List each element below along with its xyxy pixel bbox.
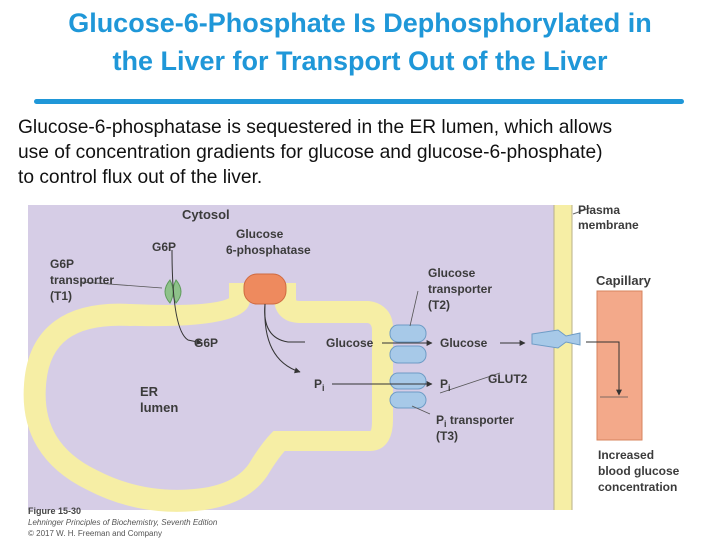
t3-transporter-bottom: [389, 391, 427, 409]
t1-label-1: G6P: [50, 257, 74, 271]
blood-glucose-label-3: concentration: [598, 480, 677, 494]
glut2-label: GLUT2: [488, 372, 528, 386]
er-lumen-label-1: ER: [140, 384, 159, 399]
glucose-6-phosphatase-enzyme: [243, 273, 287, 305]
capillary-label: Capillary: [596, 273, 652, 288]
plasma-membrane: [554, 205, 572, 510]
enzyme-to-pi-arrow: [264, 303, 301, 374]
blood-glucose-label-1: Increased: [598, 448, 654, 462]
slide-body-text: Glucose-6-phosphatase is sequestered in …: [18, 115, 708, 190]
t2-label-3: (T2): [428, 298, 450, 312]
t2-transporter-bottom: [389, 345, 427, 364]
blood-glucose-label-2: blood glucose: [598, 464, 680, 478]
glucose-lumen-label: Glucose: [326, 336, 374, 350]
t2-label-2: transporter: [428, 282, 492, 296]
title-line-1: Glucose-6-Phosphate Is Dephosphorylated …: [68, 8, 652, 38]
body-line-2: use of concentration gradients for gluco…: [18, 142, 603, 163]
title-line-2: the Liver for Transport Out of the Liver: [112, 46, 608, 76]
title-underline: [34, 99, 684, 104]
plasma-membrane-label-1: Plasma: [578, 203, 620, 217]
t3-transporter-top: [389, 372, 427, 390]
t1-label-2: transporter: [50, 273, 114, 287]
enzyme-label-1: Glucose: [236, 227, 284, 241]
glucose-to-blood-arrow: [586, 341, 622, 396]
body-line-1: Glucose-6-phosphatase is sequestered in …: [18, 117, 613, 138]
t1-label-3: (T1): [50, 289, 72, 303]
figure-copyright: © 2017 W. H. Freeman and Company: [28, 529, 162, 538]
glut2-transporter: [531, 329, 581, 349]
t3-label-2: (T3): [436, 429, 458, 443]
g6p-cytosol-label: G6P: [152, 240, 176, 254]
cytosol-label: Cytosol: [182, 207, 230, 222]
t1-transporter-left: [164, 279, 174, 304]
slide-title: Glucose-6-Phosphate Is Dephosphorylated …: [0, 4, 720, 80]
er-lumen-region: [47, 283, 373, 489]
er-lumen-label-2: lumen: [140, 400, 178, 415]
t2-transporter-top: [389, 324, 427, 343]
t3-label-1: Pi transporter: [436, 413, 514, 429]
enzyme-label-2: 6-phosphatase: [226, 243, 311, 257]
g6p-transport-arrow: [171, 249, 203, 345]
glucose-cytosol-label: Glucose: [440, 336, 488, 350]
figure-book: Lehninger Principles of Biochemistry, Se…: [28, 518, 218, 527]
pi-cytosol-label: Pi: [440, 377, 451, 393]
pi-lumen-label: Pi: [314, 377, 325, 393]
plasma-membrane-label-2: membrane: [578, 218, 639, 232]
g6p-lumen-label: G6P: [194, 336, 218, 350]
figure-label: Figure 15-30: [28, 506, 81, 516]
t2-label-1: Glucose: [428, 266, 476, 280]
er-membrane: [23, 283, 393, 512]
body-line-3: to control flux out of the liver.: [18, 167, 263, 188]
